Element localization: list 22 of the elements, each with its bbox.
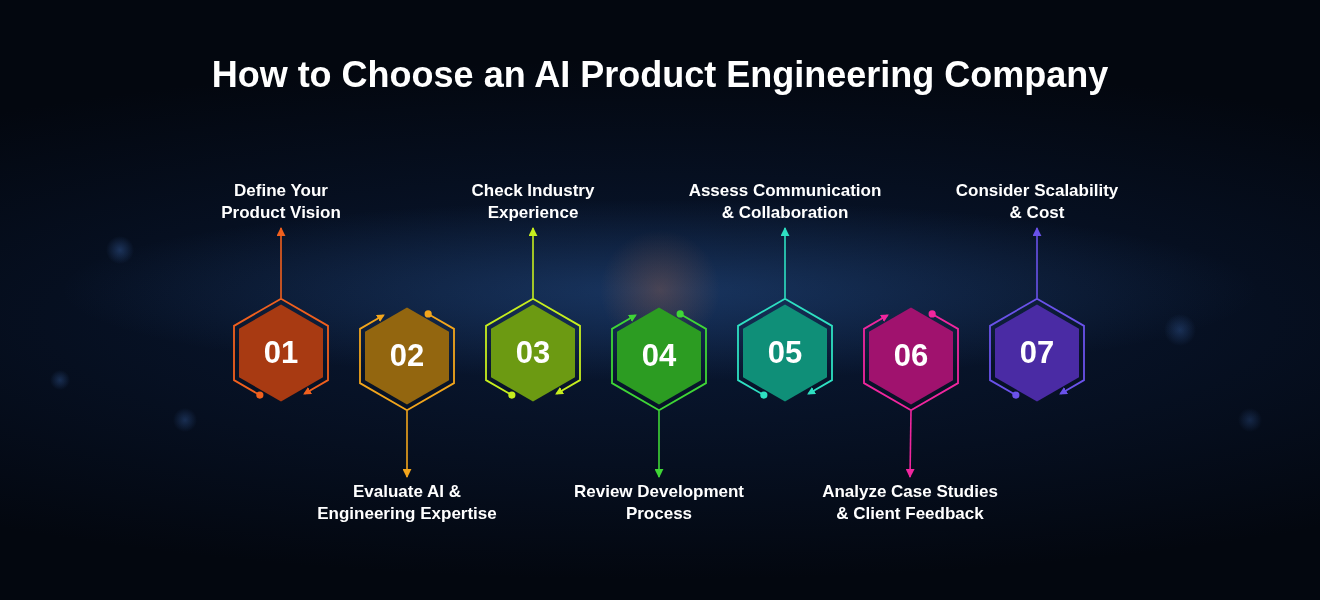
step-number: 07 [1019,337,1055,369]
step-number: 01 [263,337,299,369]
arrow [402,410,412,478]
arrow [654,410,664,478]
title: How to Choose an AI Product Engineering Company [211,54,1109,96]
step-label: Review Development Process [572,481,746,525]
step-number: 05 [767,337,803,369]
step-label: Consider Scalability & Cost [954,180,1120,224]
step-number: 04 [641,340,677,372]
arrow [905,410,915,478]
step-label: Assess Communication & Collaboration [687,180,883,224]
arrow [780,227,790,299]
step-number: 03 [515,337,551,369]
step-number: 06 [893,340,929,372]
arrow [528,227,538,299]
step-number: 02 [389,340,425,372]
arrow [276,227,286,299]
arrow [1032,227,1042,299]
step-label: Check Industry Experience [470,180,596,224]
step-label: Define Your Product Vision [220,180,342,224]
step-label: Analyze Case Studies & Client Feedback [821,481,999,525]
step-label: Evaluate AI & Engineering Expertise [316,481,498,525]
